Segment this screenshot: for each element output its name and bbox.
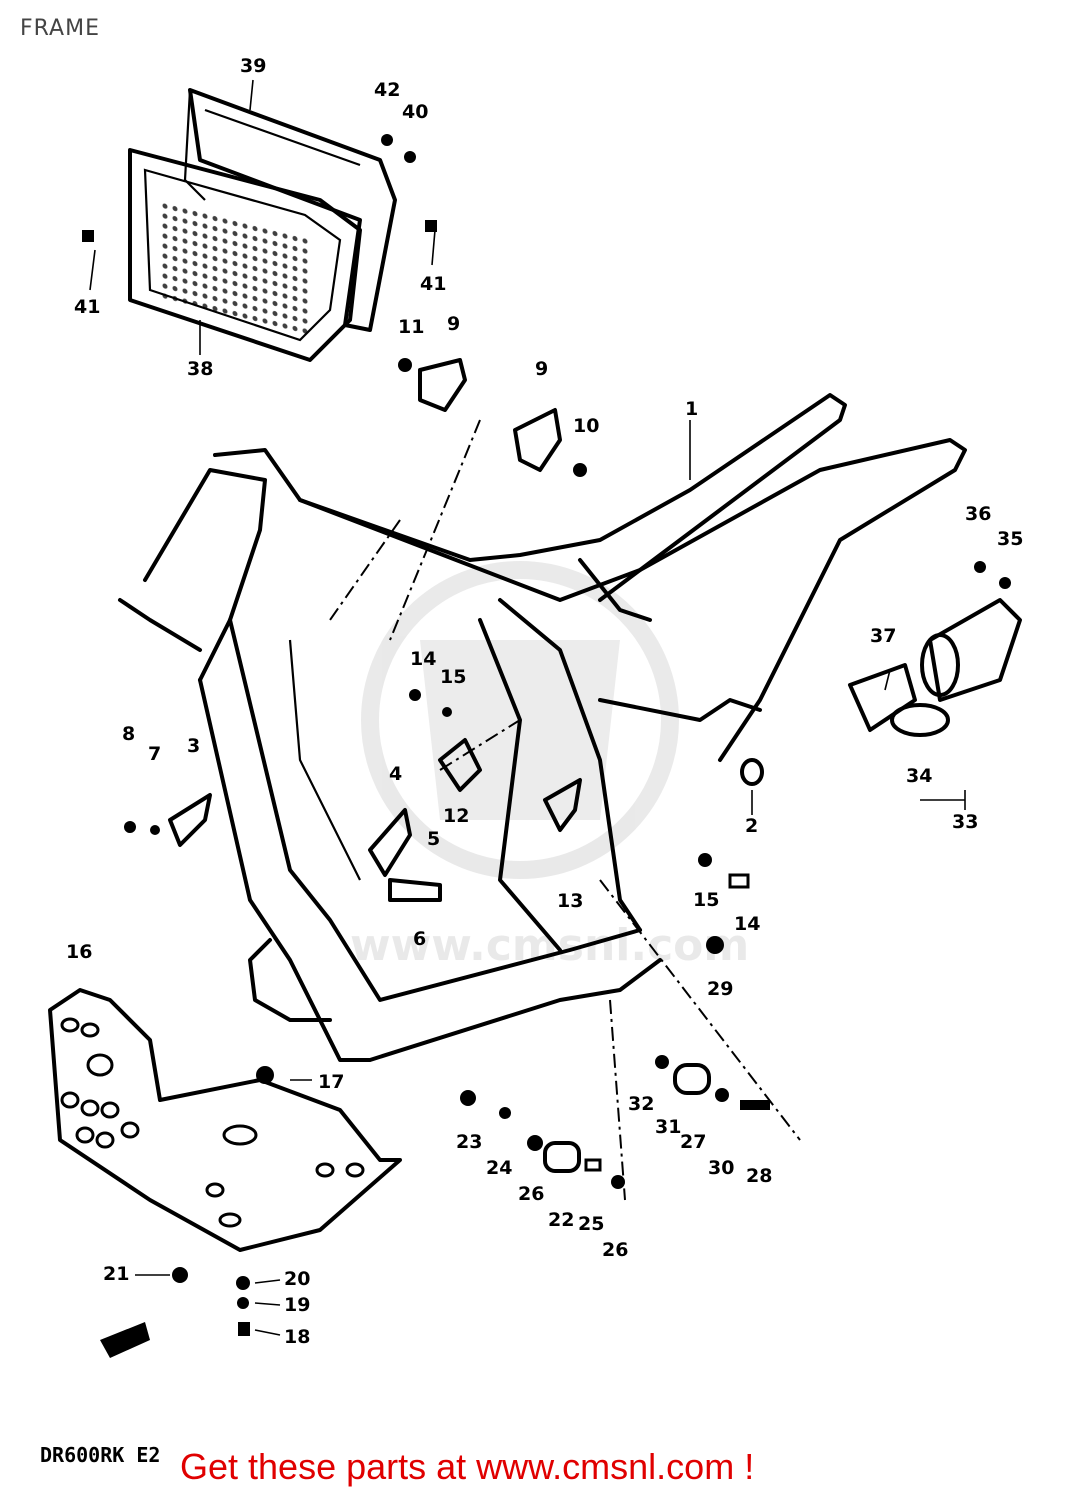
skid-plate-drawing — [48, 988, 402, 1252]
callout-31: 31 — [655, 1116, 681, 1138]
callout-labels: 1 2 3 4 5 6 7 8 9 9 10 11 12 13 14 14 15… — [66, 55, 1023, 1348]
main-frame-drawing — [118, 393, 967, 1201]
direction-arrow-icon — [100, 1322, 150, 1358]
callout-22: 22 — [548, 1209, 574, 1231]
callout-26a: 26 — [518, 1183, 544, 1205]
callout-14a: 14 — [410, 648, 436, 670]
callout-41a: 41 — [74, 296, 100, 318]
callout-12: 12 — [443, 805, 469, 827]
callout-4: 4 — [389, 763, 402, 785]
callout-29: 29 — [707, 978, 733, 1000]
callout-9a: 9 — [447, 313, 460, 335]
callout-38: 38 — [187, 358, 213, 380]
model-code: DR600RK E2 — [40, 1443, 161, 1467]
callout-41b: 41 — [420, 273, 446, 295]
callout-21: 21 — [103, 1263, 129, 1285]
watermark-logo: www.cmsnl.com — [350, 561, 749, 971]
callout-24: 24 — [486, 1157, 512, 1179]
callout-14b: 14 — [734, 913, 760, 935]
radiator-guard-drawing — [128, 88, 397, 362]
callout-34: 34 — [906, 765, 932, 787]
callout-35: 35 — [997, 528, 1023, 550]
callout-20: 20 — [284, 1268, 310, 1290]
callout-18: 18 — [284, 1326, 310, 1348]
watermark-text: www.cmsnl.com — [350, 920, 749, 971]
callout-8: 8 — [122, 723, 135, 745]
callout-32: 32 — [628, 1093, 654, 1115]
callout-5: 5 — [427, 828, 440, 850]
callout-15a: 15 — [440, 666, 466, 688]
callout-26b: 26 — [602, 1239, 628, 1261]
callout-10: 10 — [573, 415, 599, 437]
callout-27: 27 — [680, 1131, 706, 1153]
callout-33: 33 — [952, 811, 978, 833]
callout-1: 1 — [685, 398, 698, 420]
callout-3: 3 — [187, 735, 200, 757]
callout-36: 36 — [965, 503, 991, 525]
callout-30: 30 — [708, 1157, 734, 1179]
callout-23: 23 — [456, 1131, 482, 1153]
callout-11: 11 — [398, 316, 424, 338]
callout-6: 6 — [413, 928, 426, 950]
callout-19: 19 — [284, 1294, 310, 1316]
callout-2: 2 — [745, 815, 758, 837]
callout-15b: 15 — [693, 889, 719, 911]
callout-13: 13 — [557, 890, 583, 912]
leader-lines — [89, 79, 966, 1336]
callout-42: 42 — [374, 79, 400, 101]
callout-39: 39 — [240, 55, 266, 77]
page-title: FRAME — [20, 16, 100, 41]
footer-promo-link[interactable]: Get these parts at www.cmsnl.com ! — [180, 1446, 755, 1487]
callout-17: 17 — [318, 1071, 344, 1093]
callout-9b: 9 — [535, 358, 548, 380]
callout-37: 37 — [870, 625, 896, 647]
callout-28: 28 — [746, 1165, 772, 1187]
callout-16: 16 — [66, 941, 92, 963]
hardware-parts — [82, 134, 1011, 1336]
callout-40: 40 — [402, 101, 428, 123]
tail-light-drawing — [848, 598, 1022, 737]
callout-7: 7 — [148, 743, 161, 765]
callout-25: 25 — [578, 1213, 604, 1235]
